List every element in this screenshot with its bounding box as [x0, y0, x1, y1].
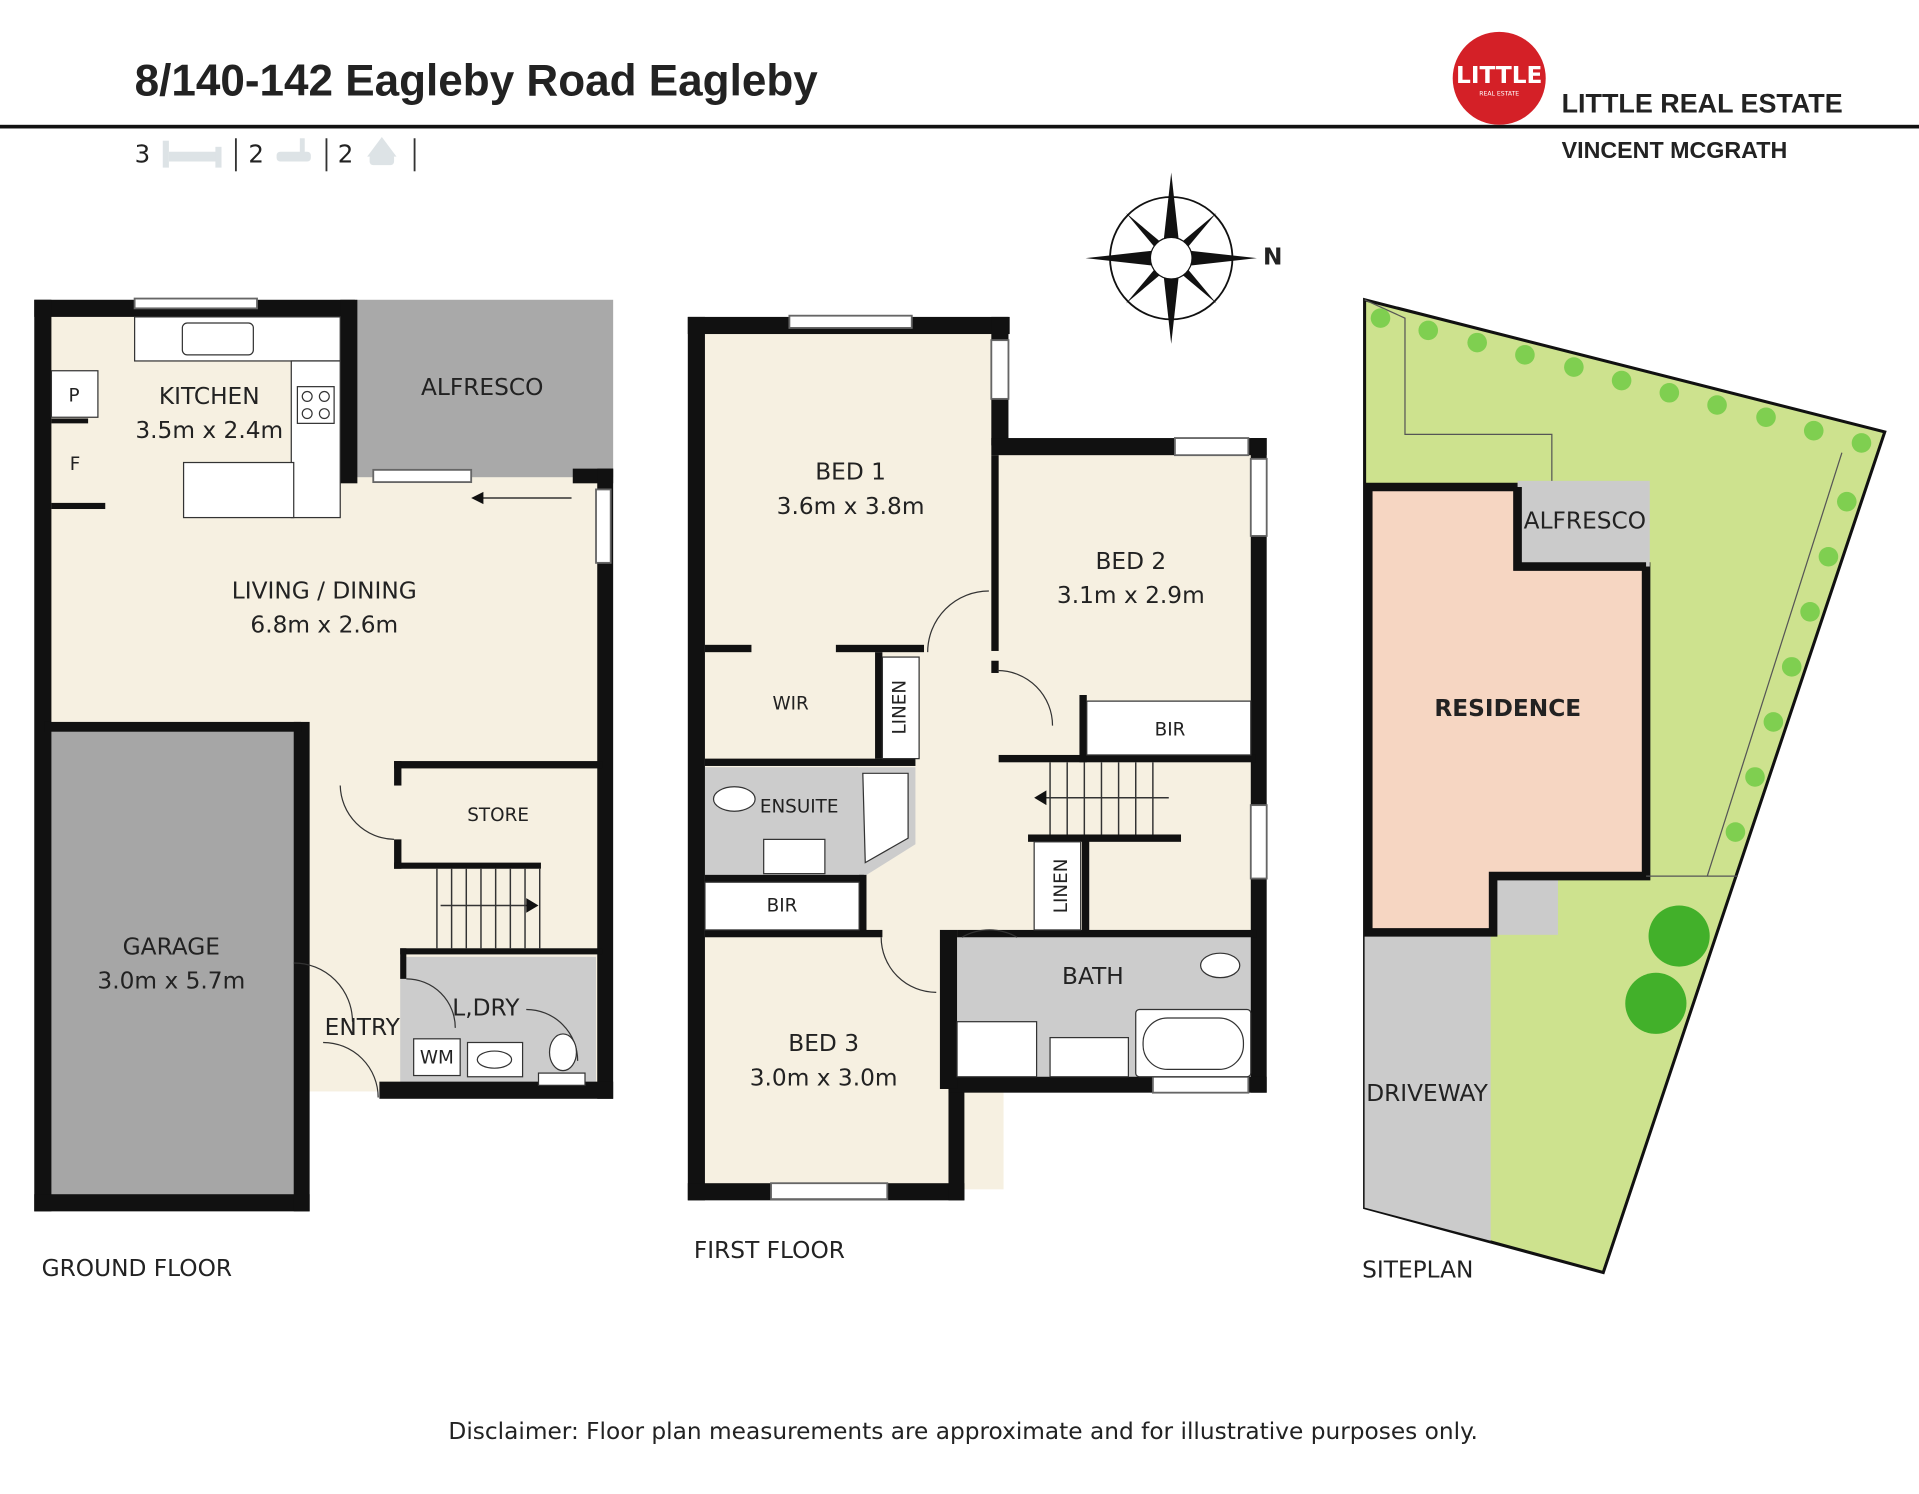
ensuite-label: ENSUITE	[760, 796, 839, 817]
bed-icon	[162, 140, 222, 168]
bed-count: 3	[135, 140, 151, 169]
wir-label: WIR	[772, 694, 809, 715]
store-label: STORE	[467, 805, 529, 826]
bir-label: BIR	[767, 896, 798, 917]
tree-icon	[1648, 905, 1710, 967]
linen-label: LINEN	[890, 680, 911, 735]
agent-name: VINCENT MCGRATH	[1562, 137, 1788, 163]
svg-text:LITTLE: LITTLE	[1456, 62, 1542, 89]
bed3-size: 3.0m x 3.0m	[750, 1064, 898, 1091]
header-divider	[0, 124, 1919, 129]
ground-floor-plan: P F KITCHEN 3.5m x 2.4m ALFRESCO LIVING …	[34, 297, 614, 1212]
disclaimer: Disclaimer: Floor plan measurements are …	[448, 1418, 1478, 1445]
pantry-label: P	[69, 385, 80, 406]
bath-icon	[276, 138, 311, 162]
siteplan: RESIDENCE ALFRESCO DRIVEWAY	[1363, 297, 1887, 1275]
first-floor-label: FIRST FLOOR	[694, 1237, 845, 1264]
bir-label: BIR	[1155, 719, 1186, 740]
linen-label: LINEN	[1051, 859, 1072, 914]
svg-text:REAL ESTATE: REAL ESTATE	[1479, 90, 1519, 97]
kitchen-size: 3.5m x 2.4m	[135, 417, 283, 444]
bed3-label: BED 3	[788, 1030, 859, 1057]
first-floor-plan: BED 1 3.6m x 3.8m BED 2 3.1m x 2.9m BED …	[687, 314, 1268, 1201]
wm-label: WM	[420, 1047, 454, 1068]
laundry-label: L,DRY	[452, 995, 520, 1022]
north-label: N	[1263, 243, 1282, 270]
page-title: 8/140-142 Eagleby Road Eagleby	[135, 56, 819, 105]
feature-bar: 3 2 2	[135, 137, 416, 172]
fridge-label: F	[70, 454, 81, 475]
entry-label: ENTRY	[325, 1014, 401, 1041]
bath-count: 2	[248, 140, 264, 169]
siteplan-label: SITEPLAN	[1362, 1256, 1473, 1283]
living-label: LIVING / DINING	[232, 577, 417, 604]
kitchen-label: KITCHEN	[159, 383, 260, 410]
garage-area	[44, 725, 298, 1206]
garage-label: GARAGE	[123, 933, 220, 960]
garage-size: 3.0m x 5.7m	[97, 968, 245, 995]
bed2-label: BED 2	[1095, 548, 1166, 575]
compass-icon: N	[1085, 172, 1282, 344]
alfresco-area	[354, 299, 614, 478]
residence-label: RESIDENCE	[1434, 695, 1581, 722]
bed2-size: 3.1m x 2.9m	[1057, 582, 1205, 609]
bed1-label: BED 1	[815, 459, 886, 486]
ground-floor-label: GROUND FLOOR	[42, 1255, 232, 1282]
alfresco-label: ALFRESCO	[421, 374, 543, 401]
agency-name: LITTLE REAL ESTATE	[1562, 89, 1843, 119]
bed1-size: 3.6m x 3.8m	[777, 493, 925, 520]
site-alfresco-label: ALFRESCO	[1524, 508, 1646, 535]
agency-logo: LITTLE REAL ESTATE	[1452, 31, 1546, 125]
driveway-label: DRIVEWAY	[1366, 1080, 1488, 1107]
car-icon	[367, 137, 397, 166]
bath-label: BATH	[1062, 963, 1124, 990]
car-count: 2	[338, 140, 354, 169]
tree-icon	[1625, 972, 1687, 1034]
living-size: 6.8m x 2.6m	[250, 612, 398, 639]
